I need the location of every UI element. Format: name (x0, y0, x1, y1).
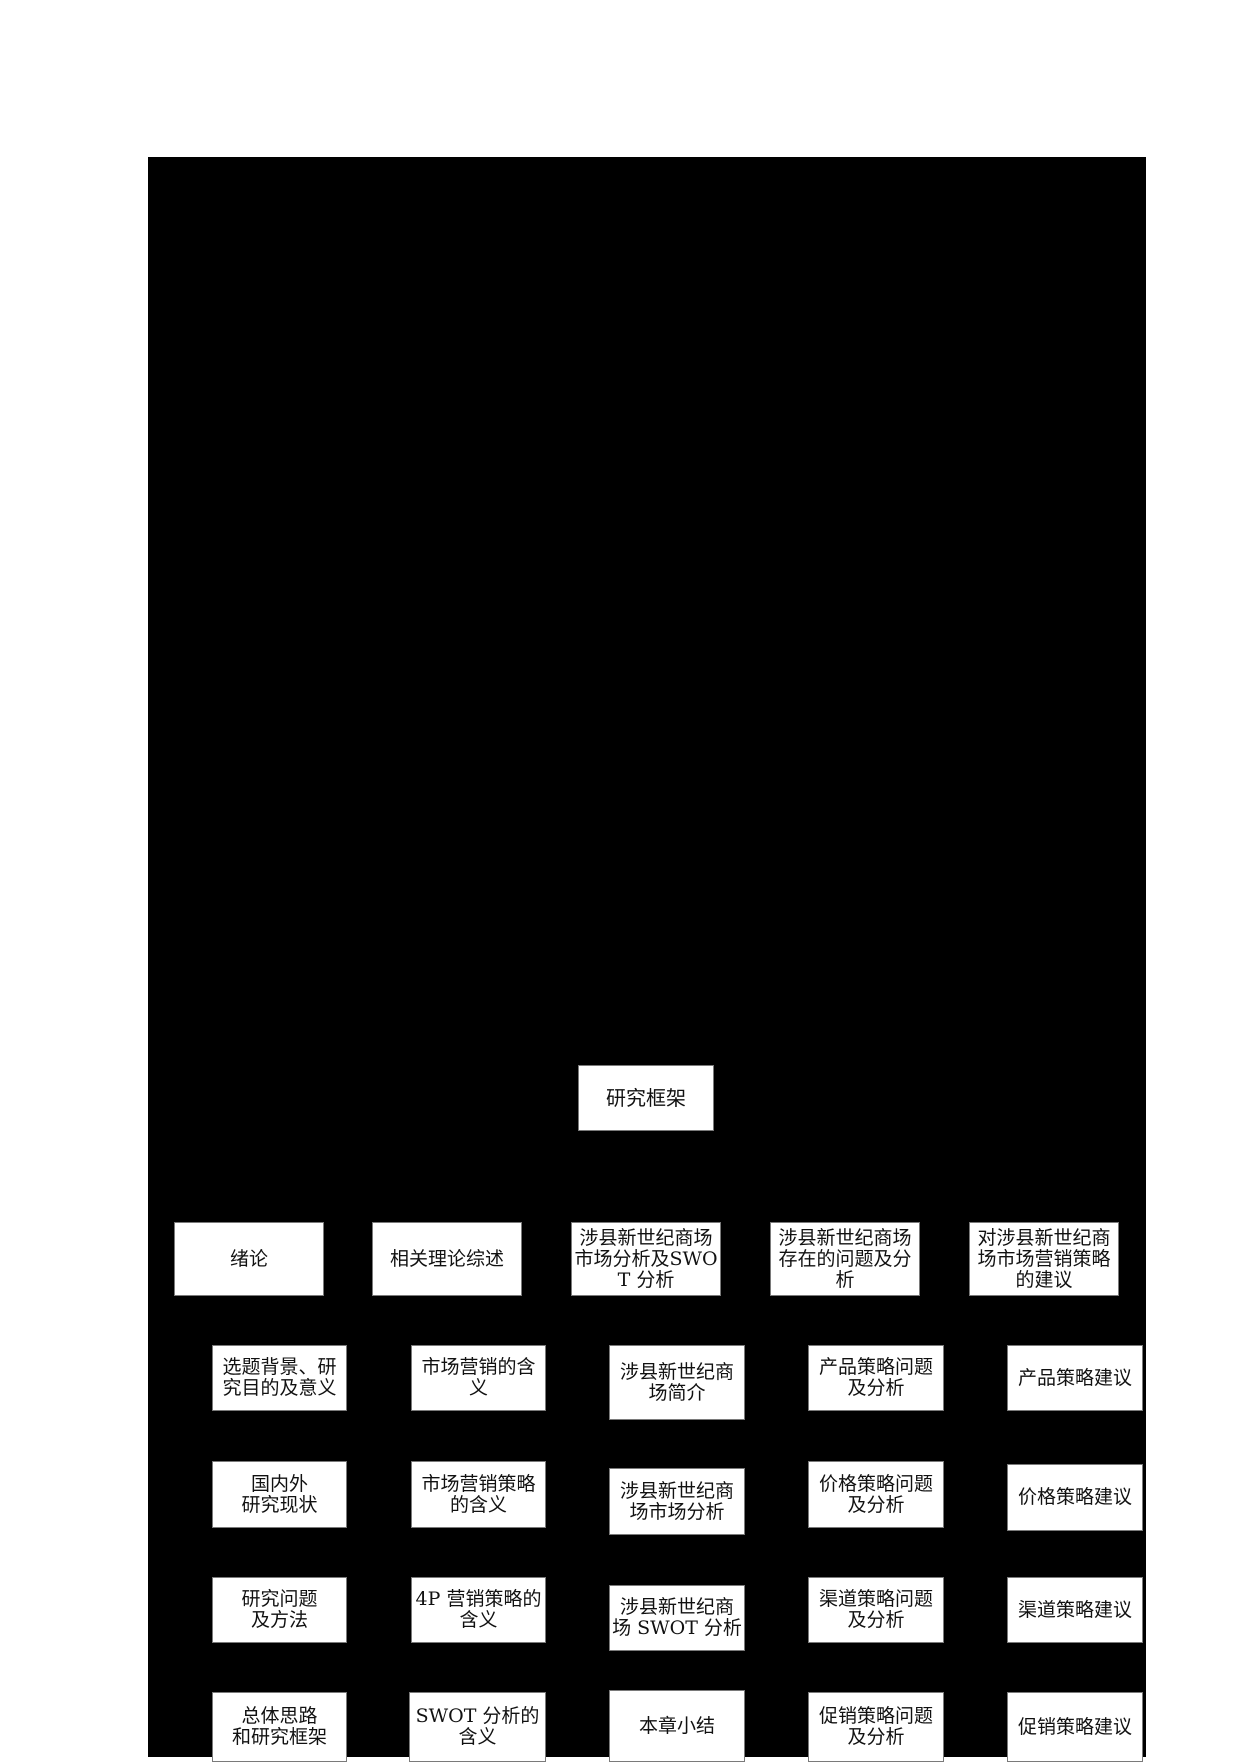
advice-item-price: 价格策略建议 (1007, 1464, 1143, 1531)
theory-item-marketing: 市场营销的含义 (411, 1345, 546, 1411)
theory-item-4p-label: 4P 营销策略的含义 (415, 1588, 542, 1631)
intro-item-literature: 国内外 研究现状 (212, 1461, 347, 1528)
chapter-market-analysis-label: 涉县新世纪商场市场分析及SWOT 分析 (574, 1226, 718, 1291)
theory-item-strategy: 市场营销策略的含义 (411, 1461, 546, 1528)
market-item-summary-label: 本章小结 (638, 1714, 715, 1737)
problem-item-channel-label: 渠道策略问题及分析 (818, 1588, 933, 1631)
chapter-problems-label: 涉县新世纪商场存在的问题及分析 (778, 1226, 912, 1291)
intro-item-methods: 研究问题 及方法 (212, 1577, 347, 1643)
chapter-introduction-box: 绪论 (174, 1222, 324, 1296)
market-item-swot: 涉县新世纪商场 SWOT 分析 (609, 1585, 745, 1651)
theory-item-swot-label: SWOT 分析的含义 (415, 1705, 540, 1748)
advice-item-channel-label: 渠道策略建议 (1017, 1598, 1132, 1621)
theory-item-marketing-label: 市场营销的含义 (421, 1356, 536, 1399)
market-item-swot-label: 涉县新世纪商场 SWOT 分析 (612, 1596, 742, 1639)
advice-item-channel: 渠道策略建议 (1007, 1577, 1143, 1643)
theory-item-swot: SWOT 分析的含义 (409, 1692, 546, 1762)
intro-item-background: 选题背景、研究目的及意义 (212, 1345, 347, 1411)
chapter-theory-review-box: 相关理论综述 (372, 1222, 522, 1296)
framework-title-box: 研究框架 (578, 1065, 714, 1131)
chapter-market-analysis-box: 涉县新世纪商场市场分析及SWOT 分析 (571, 1222, 721, 1296)
market-item-profile: 涉县新世纪商场简介 (609, 1345, 745, 1420)
problem-item-product-label: 产品策略问题及分析 (818, 1356, 933, 1399)
market-item-analysis-label: 涉县新世纪商场市场分析 (619, 1479, 734, 1523)
market-item-profile-label: 涉县新世纪商场简介 (619, 1360, 734, 1404)
intro-item-framework-label: 总体思路 和研究框架 (231, 1705, 327, 1748)
advice-item-promotion-label: 促销策略建议 (1017, 1715, 1132, 1738)
problem-item-promotion-label: 促销策略问题及分析 (818, 1705, 933, 1748)
problem-item-product: 产品策略问题及分析 (808, 1345, 944, 1411)
theory-item-4p: 4P 营销策略的含义 (411, 1577, 546, 1643)
problem-item-price: 价格策略问题及分析 (808, 1461, 944, 1528)
theory-item-strategy-label: 市场营销策略的含义 (421, 1472, 536, 1516)
market-item-analysis: 涉县新世纪商场市场分析 (609, 1468, 745, 1535)
chapter-recommendations-box: 对涉县新世纪商场市场营销策略的建议 (969, 1222, 1119, 1296)
chapter-theory-review-label: 相关理论综述 (389, 1247, 504, 1270)
intro-item-methods-label: 研究问题 及方法 (241, 1588, 318, 1631)
framework-title: 研究框架 (606, 1085, 686, 1110)
market-item-summary: 本章小结 (609, 1690, 745, 1762)
advice-item-product: 产品策略建议 (1007, 1345, 1143, 1411)
problem-item-promotion: 促销策略问题及分析 (808, 1692, 944, 1762)
chapter-introduction-label: 绪论 (229, 1247, 268, 1270)
problem-item-price-label: 价格策略问题及分析 (818, 1472, 933, 1516)
problem-item-channel: 渠道策略问题及分析 (808, 1577, 944, 1643)
advice-item-product-label: 产品策略建议 (1017, 1366, 1132, 1389)
advice-item-promotion: 促销策略建议 (1007, 1692, 1143, 1762)
chapter-recommendations-label: 对涉县新世纪商场市场营销策略的建议 (977, 1226, 1111, 1291)
chapter-problems-box: 涉县新世纪商场存在的问题及分析 (770, 1222, 920, 1296)
intro-item-framework: 总体思路 和研究框架 (212, 1692, 347, 1762)
intro-item-literature-label: 国内外 研究现状 (241, 1472, 318, 1516)
intro-item-background-label: 选题背景、研究目的及意义 (222, 1356, 337, 1399)
advice-item-price-label: 价格策略建议 (1017, 1486, 1132, 1508)
